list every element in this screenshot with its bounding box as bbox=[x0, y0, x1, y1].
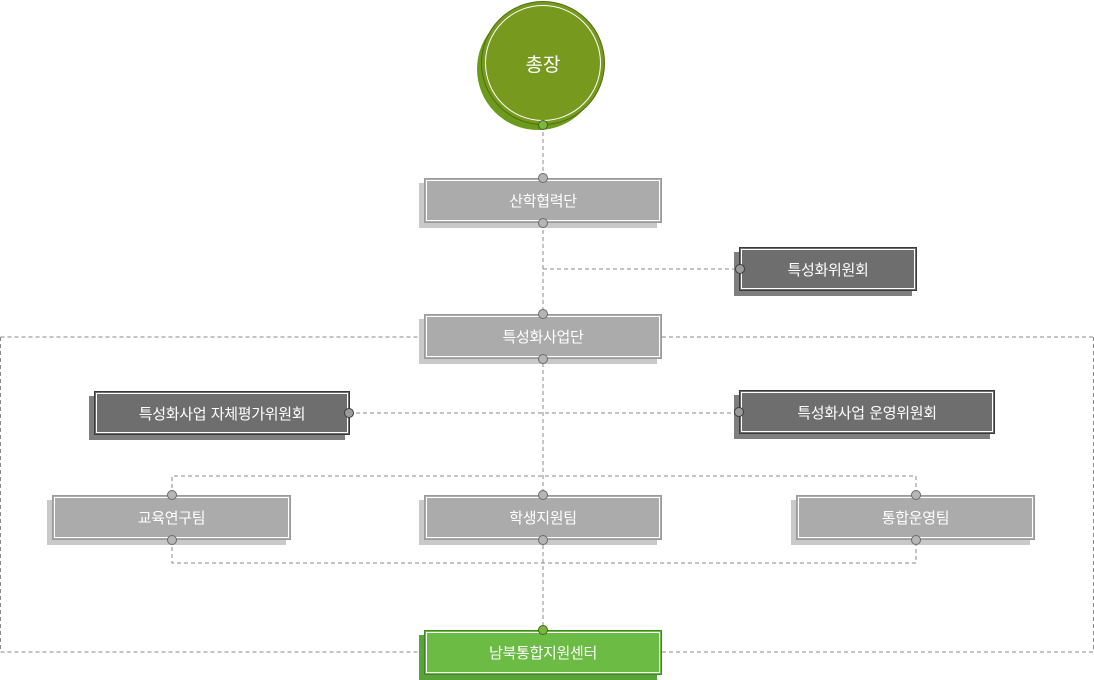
president-circle: 총장 bbox=[481, 1, 605, 125]
connector-dot bbox=[538, 625, 548, 635]
connector-dot bbox=[344, 408, 354, 418]
connector-dot bbox=[911, 535, 921, 545]
steering-committee-node: 특성화사업 운영위원회 bbox=[734, 390, 995, 439]
north-south-center-node: 남북통합지원센터 bbox=[419, 630, 662, 680]
specialization-committee-label: 특성화위원회 bbox=[787, 260, 869, 279]
connector-dot bbox=[167, 535, 177, 545]
connector-dot bbox=[538, 535, 548, 545]
specialization-project-group-node: 특성화사업단 bbox=[419, 314, 662, 364]
student-support-team-node: 학생지원팀 bbox=[419, 495, 662, 545]
connector-dot bbox=[167, 490, 177, 500]
president-label: 총장 bbox=[525, 53, 561, 76]
connector-dot bbox=[734, 407, 744, 417]
connector-dot bbox=[538, 490, 548, 500]
connector-dot bbox=[538, 218, 548, 228]
self-evaluation-committee-node: 특성화사업 자체평가위원회 bbox=[89, 391, 350, 440]
connector-dot bbox=[538, 354, 548, 364]
connector-dot bbox=[538, 309, 548, 319]
student-support-team-label: 학생지원팀 bbox=[509, 509, 577, 527]
steering-committee-label: 특성화사업 운영위원회 bbox=[797, 403, 937, 422]
industry-cooperation-node: 산학협력단 bbox=[419, 178, 662, 228]
education-research-team-label: 교육연구팀 bbox=[137, 509, 206, 527]
self-evaluation-committee-label: 특성화사업 자체평가위원회 bbox=[138, 404, 306, 423]
integrated-operation-team-node: 통합운영팀 bbox=[791, 495, 1035, 545]
president-node: 총장 bbox=[477, 0, 607, 130]
connector-dot bbox=[538, 120, 548, 130]
industry-cooperation-label: 산학협력단 bbox=[509, 192, 577, 210]
connector-dot bbox=[911, 490, 921, 500]
north-south-center-label: 남북통합지원센터 bbox=[488, 644, 597, 662]
specialization-committee-node: 특성화위원회 bbox=[734, 247, 917, 296]
education-research-team-node: 교육연구팀 bbox=[47, 495, 291, 545]
integrated-operation-team-label: 통합운영팀 bbox=[881, 509, 950, 527]
connector-dot bbox=[735, 264, 745, 274]
connector-dot bbox=[538, 173, 548, 183]
specialization-project-group-label: 특성화사업단 bbox=[502, 328, 584, 346]
